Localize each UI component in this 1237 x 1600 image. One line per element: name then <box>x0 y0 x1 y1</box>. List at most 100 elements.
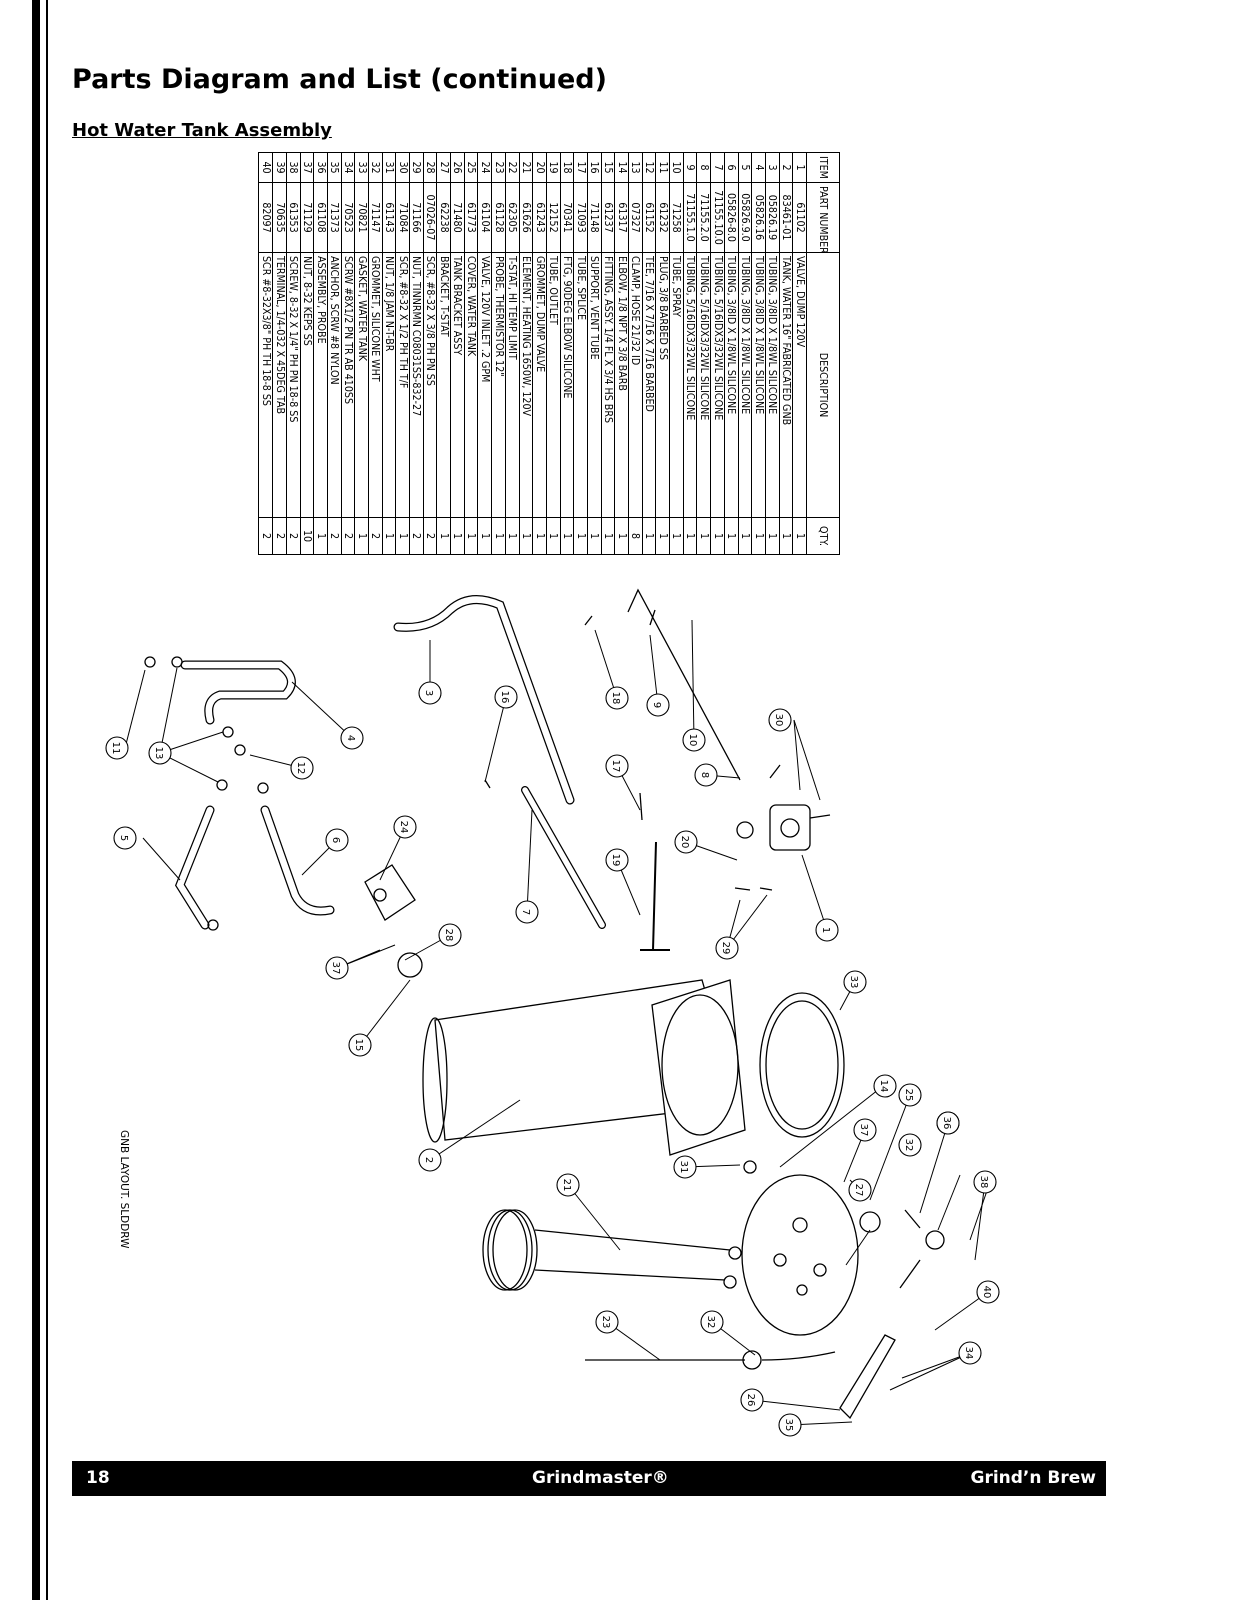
tank-cover-drawing <box>741 1174 859 1336</box>
part-description: TUBE, SPRAY <box>669 252 684 518</box>
callout-14: 14 <box>873 1074 897 1098</box>
callout-1: 1 <box>815 918 839 942</box>
callout-label: 15 <box>353 1039 364 1052</box>
part-qty: 1 <box>697 517 711 555</box>
item-number: 10 <box>669 152 684 183</box>
item-number: 6 <box>724 152 739 183</box>
callout-label: 27 <box>853 1184 864 1197</box>
part-qty: 1 <box>655 517 670 555</box>
callout-3: 3 <box>418 681 442 705</box>
item-number: 23 <box>491 152 506 183</box>
item-number: 5 <box>738 152 752 183</box>
callout-5: 5 <box>113 826 137 850</box>
part-qty: 1 <box>478 517 492 555</box>
callout-label: 32 <box>903 1139 914 1152</box>
callout-13: 13 <box>148 741 172 765</box>
part-number: 61243 <box>532 182 547 253</box>
part-description: FTG, 90DEG ELBOW SILICONE <box>560 252 574 518</box>
part-description: SUPPORT, VENT TUBE <box>587 252 602 518</box>
callout-label: 1 <box>820 927 831 933</box>
callout-label: 26 <box>745 1394 756 1407</box>
part-qty: 1 <box>491 517 506 555</box>
part-description: TUBING, 3/8ID X 1/8WL SILICONE <box>751 252 766 518</box>
part-number: 70635 <box>272 182 287 253</box>
part-description: VALVE, 120V INLET .2 GPM <box>478 252 492 518</box>
part-number: 61152 <box>642 182 656 253</box>
part-description: TUBING, 5/16IDX3/32WL SILICONE <box>683 252 697 518</box>
part-number: 62238 <box>436 182 451 253</box>
part-qty: 2 <box>327 517 342 555</box>
binding-bar <box>32 0 40 1600</box>
part-number: 61232 <box>655 182 670 253</box>
part-description: NUT, 1/8 JAM N-T-BR <box>382 252 396 518</box>
item-number: 26 <box>450 152 465 183</box>
part-qty: 1 <box>614 517 629 555</box>
part-qty: 2 <box>409 517 424 555</box>
part-description: TUBING, 3/8ID X 1/8WL SILICONE <box>765 252 780 518</box>
part-number: 71166 <box>409 182 424 253</box>
part-qty: 10 <box>300 517 314 555</box>
callout-29: 29 <box>715 936 739 960</box>
part-qty: 1 <box>560 517 574 555</box>
callout-20: 20 <box>674 830 698 854</box>
part-number: 71258 <box>669 182 684 253</box>
part-qty: 1 <box>669 517 684 555</box>
callout-label: 37 <box>330 962 341 975</box>
part-description: T-STAT, HI TEMP LIMIT <box>505 252 520 518</box>
part-number: 61143 <box>382 182 396 253</box>
callout-label: 37 <box>858 1124 869 1137</box>
callout-35: 35 <box>778 1413 802 1437</box>
callout-27: 27 <box>848 1178 872 1202</box>
item-number: 28 <box>423 152 437 183</box>
callout-17: 17 <box>605 754 629 778</box>
part-number: 71155.1.0 <box>683 182 697 253</box>
header-qty: QTY. <box>806 517 840 555</box>
part-description: ASSEMBLY, PROBE <box>313 252 328 518</box>
part-qty: 2 <box>341 517 355 555</box>
part-qty: 1 <box>587 517 602 555</box>
callout-label: 13 <box>153 747 164 760</box>
callout-label: 8 <box>699 772 710 778</box>
part-description: TERMINAL, 1/4-032 X 45DEG TAB <box>272 252 287 518</box>
item-number: 38 <box>286 152 301 183</box>
footer-model: Grind’n Brew <box>970 1468 1097 1488</box>
part-number: 71373 <box>327 182 342 253</box>
part-qty: 1 <box>792 517 807 555</box>
part-number: 71084 <box>395 182 410 253</box>
callout-36: 36 <box>936 1111 960 1135</box>
part-qty: 1 <box>464 517 478 555</box>
part-number: 61237 <box>601 182 615 253</box>
part-qty: 1 <box>642 517 656 555</box>
item-number: 19 <box>546 152 561 183</box>
page-number: 18 <box>86 1468 110 1488</box>
part-description: SCR, #8-32 X 3/8 PH PN SS <box>423 252 437 518</box>
water-tank-drawing <box>422 979 746 1156</box>
item-number: 24 <box>478 152 492 183</box>
part-description: TEE, 7/16 X 7/16 X 7/16 BARBED <box>642 252 656 518</box>
item-number: 3 <box>765 152 780 183</box>
item-number: 8 <box>697 152 711 183</box>
callout-label: 7 <box>520 909 531 915</box>
callout-label: 5 <box>118 835 129 841</box>
part-description: PLUG, 3/8 BARBED SS <box>655 252 670 518</box>
spray-tube-drawing <box>627 588 741 781</box>
item-number: 22 <box>505 152 520 183</box>
inlet-valve-drawing <box>364 864 416 921</box>
item-number: 12 <box>642 152 656 183</box>
callout-label: 6 <box>330 837 341 843</box>
part-description: GASKET, WATER TANK <box>354 252 369 518</box>
part-number: 71148 <box>587 182 602 253</box>
part-number: 07026-07 <box>423 182 437 253</box>
